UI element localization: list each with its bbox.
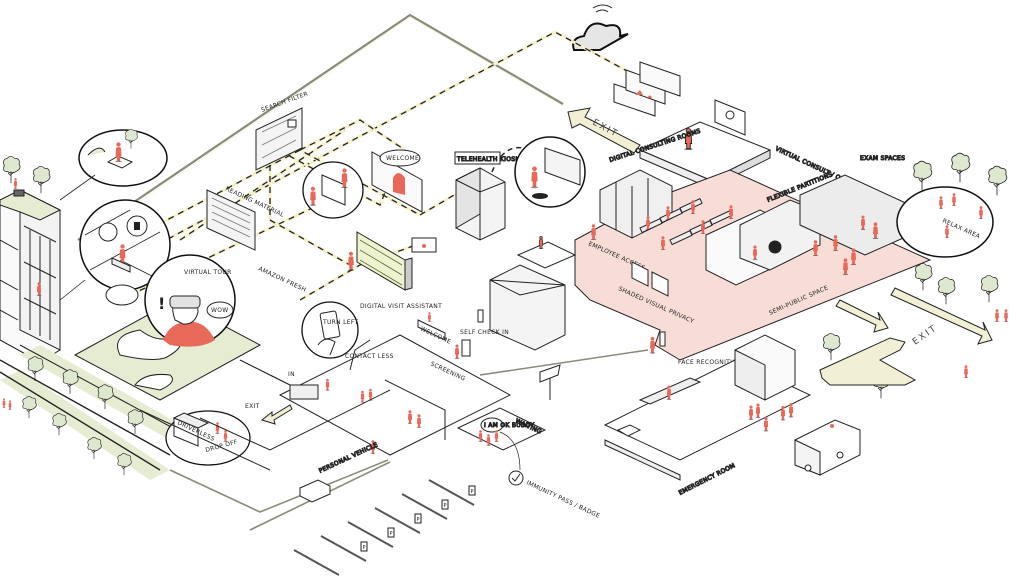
tree-icon: [981, 275, 999, 303]
telehealth-kiosk-label: TELEHEALTH KIOSK: [456, 156, 520, 163]
digital-visit-assistant-label: DIGITAL VISIT ASSISTANT: [360, 303, 442, 310]
ok-bubble-text: I AM OK BUDDY: [484, 422, 534, 429]
connector-line: [59, 174, 96, 201]
exit-arrow-top: EXIT: [567, 107, 641, 154]
exclaim-icon: !: [158, 294, 165, 313]
face-recognition-gate: FACE RECOGNITION: [649, 331, 742, 366]
wayfinding-signpost: [539, 364, 561, 400]
connector-line: [59, 279, 86, 301]
ambulance-icon: [794, 419, 861, 476]
face-recognition-label: FACE RECOGNITION: [678, 359, 742, 366]
parking-stall-line: [293, 549, 340, 576]
person-icon: [427, 312, 432, 322]
privacy-screens: [631, 261, 669, 297]
person-icon: [13, 178, 18, 189]
exit-small-label: EXIT: [245, 403, 260, 410]
parking-sign-text: P: [444, 503, 447, 509]
welcome-bubble-text: WELCOME: [386, 155, 419, 162]
self-check-in-label: SELF CHECK IN: [460, 329, 509, 336]
sign-dot-icon: [422, 244, 426, 248]
rooftop-tree-icon: [33, 166, 51, 194]
person-icon: [763, 417, 769, 432]
site-boundary-line: [77, 13, 564, 241]
entrance-pavilion: [477, 236, 577, 351]
tree-icon: [938, 277, 956, 305]
parking-sign-text: P: [417, 517, 420, 523]
parking-lot: P P P P P: [293, 479, 476, 576]
emergency-room-label: EMERGENCY ROOM: [678, 462, 737, 497]
person-icon: [963, 365, 969, 378]
tree-icon: [87, 437, 102, 460]
relax-area-bubble: RELAX AREA: [896, 186, 994, 258]
person-icon: [1003, 309, 1009, 322]
screening-zone: [278, 334, 512, 456]
parking-stall-line: [347, 521, 394, 548]
in-label: IN: [288, 371, 295, 378]
remote-monitoring-bubble: [79, 199, 171, 306]
immunity-pass: IMMUNITY PASS / BADGE: [499, 431, 601, 520]
tree-icon: [823, 333, 841, 361]
tree-icon: [22, 396, 37, 419]
amazon-fresh-shelf: AMAZON FRESH: [257, 231, 413, 294]
parking-sign-text: P: [363, 545, 366, 551]
tree-icon: [127, 409, 144, 435]
tree-icon: [62, 369, 79, 395]
parking-sign-icon: [387, 527, 395, 538]
parking-sign-icon: [360, 541, 368, 552]
immunity-pass-label: IMMUNITY PASS / BADGE: [525, 479, 601, 519]
drop-off-bubble: DRIVERLESS DROP OFF: [165, 410, 251, 466]
personal-vehicle: PERSONAL VEHICLE: [299, 441, 380, 503]
road-lines: [139, 359, 391, 531]
tree-icon: [988, 165, 1008, 196]
person-icon: [8, 400, 12, 410]
telehealth-bubble: [514, 136, 586, 208]
welcome-sign: WELCOME: [417, 312, 452, 346]
digital-visit-assistant-bubble: TURN LEFT DIGITAL VISIT ASSISTANT: [301, 301, 442, 359]
video-consult-bubble: [302, 161, 364, 219]
reading-material-panel: READING MATERIAL: [206, 185, 285, 251]
parking-stall-line: [374, 507, 421, 534]
phone-screen-text: TURN LEFT: [322, 319, 359, 326]
tree-icon: [915, 263, 933, 291]
amazon-fresh-label: AMAZON FRESH: [257, 265, 307, 293]
office-building: [0, 189, 62, 363]
parking-sign-icon: [414, 513, 422, 524]
parking-sign-text: P: [390, 531, 393, 537]
virtual-tour-label: VIRTUAL TOUR: [184, 269, 232, 276]
site-boundary-line-inner: [79, 16, 564, 243]
rooftop-tree-icon: [3, 156, 21, 184]
virtual-tour-bubble: ! WOW VIRTUAL TOUR: [144, 254, 236, 347]
waiting-benches: [639, 198, 733, 246]
exit-arrow-small: [260, 404, 293, 425]
parking-stall-line: [401, 493, 448, 520]
welcome-screen: WELCOME: [371, 149, 423, 213]
exam-spaces-label: EXAM SPACES: [860, 155, 905, 162]
person-icon: [454, 344, 460, 359]
parking-sign-icon: [468, 485, 476, 496]
cloud-icon: [572, 4, 629, 51]
tree-icon: [117, 453, 132, 476]
person-icon: [994, 309, 1000, 322]
tree-icon: [913, 160, 933, 191]
personal-vehicle-label: PERSONAL VEHICLE: [318, 441, 379, 475]
path-line: [479, 349, 649, 376]
wow-bubble-text: WOW: [211, 307, 229, 314]
rooftop-yoga-bubble: [78, 128, 168, 187]
parking-stall-line: [320, 535, 367, 562]
contactless-label: CONTACT LESS: [345, 353, 394, 360]
parking-stall-line: [428, 479, 475, 506]
tree-icon: [52, 413, 67, 436]
self-check-in: SELF CHECK IN: [454, 329, 509, 359]
telehealth-kiosk: TELEHEALTH KIOSK: [454, 151, 521, 241]
exit-right-label: EXIT: [911, 323, 940, 347]
checkmark-icon: [511, 473, 521, 482]
person-icon: [2, 398, 6, 408]
data-dashboard-screens: [613, 61, 681, 117]
person-icon: [649, 336, 656, 354]
tree-icon: [951, 152, 971, 183]
parking-sign-text: P: [471, 489, 474, 495]
parking-sign-icon: [441, 499, 449, 510]
